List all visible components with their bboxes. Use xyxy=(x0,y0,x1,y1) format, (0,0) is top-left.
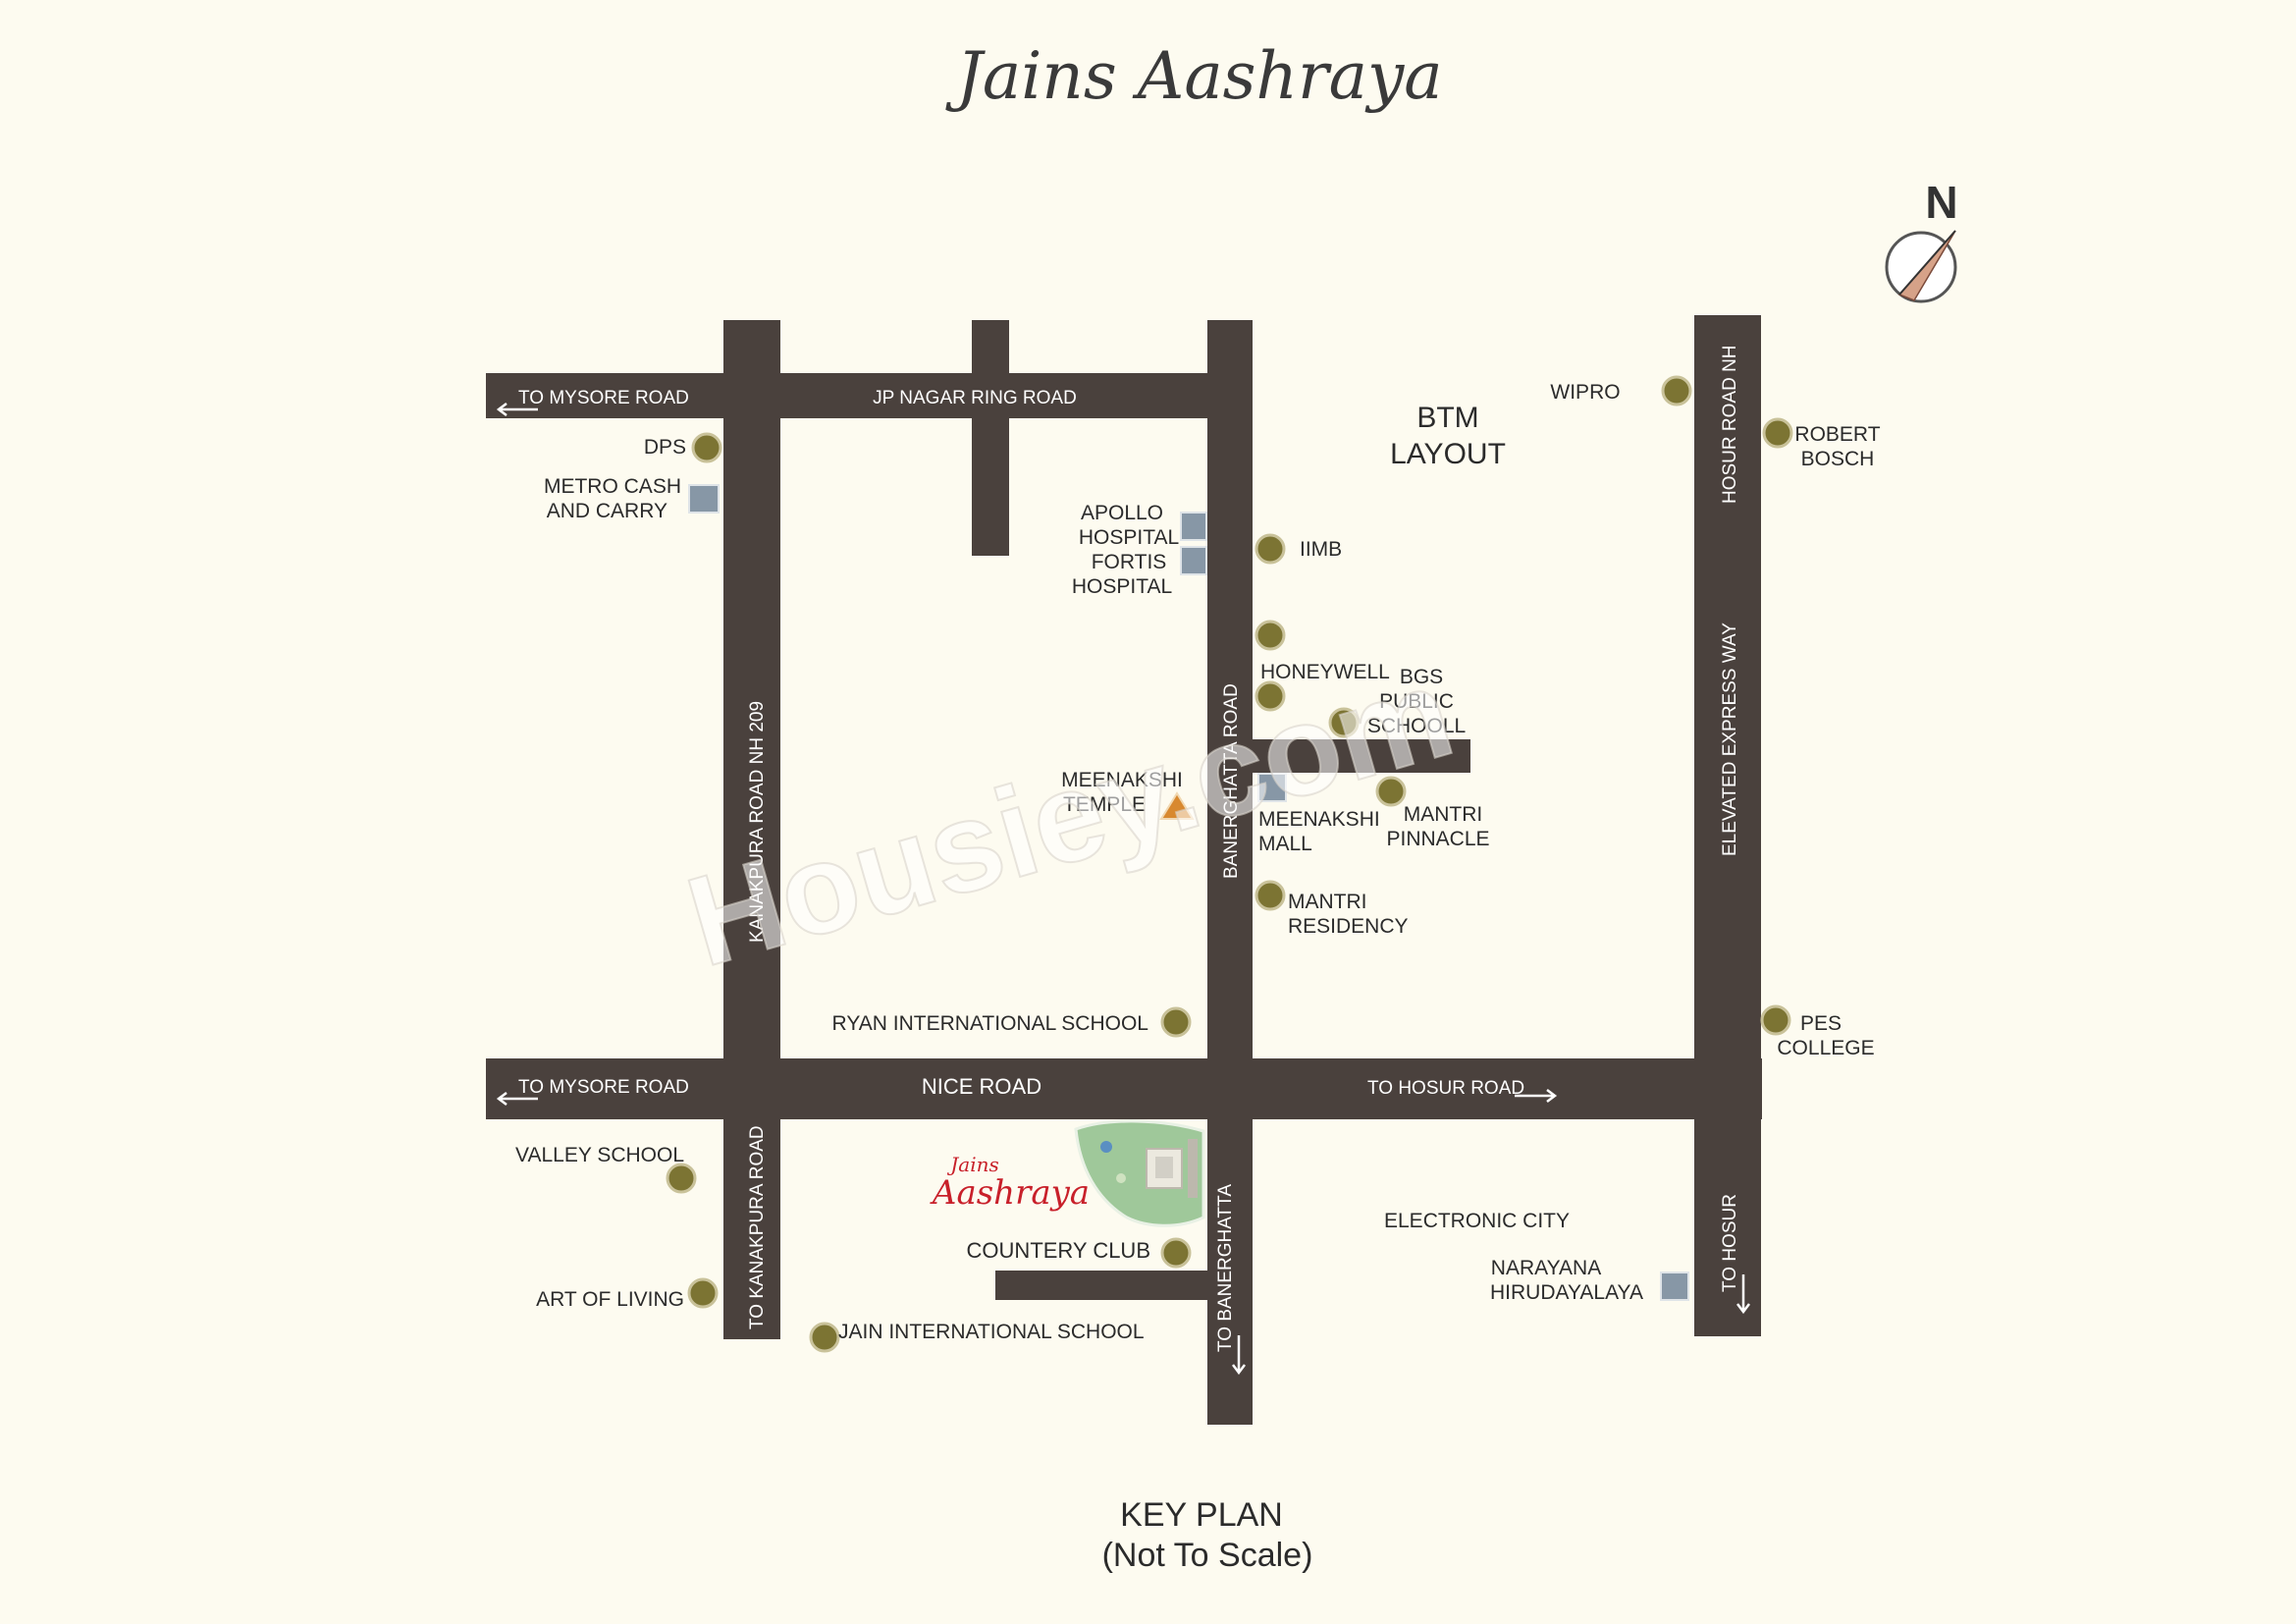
road-label-to-kanakpura: TO KANAKPURA ROAD xyxy=(747,1125,768,1329)
road-nice xyxy=(486,1058,1762,1119)
label-jain-school: JAIN INTERNATIONAL SCHOOL xyxy=(838,1321,1145,1343)
label-meenakshi-mall-2: MALL xyxy=(1258,833,1312,855)
key-plan-title: KEY PLAN xyxy=(1120,1496,1283,1534)
label-meenakshi-temple-1: MEENAKSHI xyxy=(1061,769,1183,791)
project-site-marker: Jains Aashraya xyxy=(930,1119,1205,1227)
label-pes-2: COLLEGE xyxy=(1777,1037,1874,1059)
north-label: N xyxy=(1925,177,1957,228)
key-plan-subtitle: (Not To Scale) xyxy=(1102,1537,1313,1574)
arrow-right-icon xyxy=(1515,1089,1558,1103)
road-jp-nagar-ring xyxy=(486,373,1212,418)
road-bannerghatta xyxy=(1207,320,1253,1425)
road-label-nice: NICE ROAD xyxy=(922,1074,1041,1099)
marker-dps xyxy=(691,432,722,463)
road-network xyxy=(486,315,1762,1425)
site-plan-thumbnail xyxy=(1074,1119,1205,1227)
label-iimb: IIMB xyxy=(1300,538,1342,561)
road-label-hosur-nh: HOSUR ROAD NH xyxy=(1720,345,1740,504)
road-country-club-spur xyxy=(995,1271,1207,1300)
road-label-jp-nagar: JP NAGAR RING ROAD xyxy=(873,388,1077,408)
label-country-club: COUNTERY CLUB xyxy=(967,1238,1150,1263)
marker-honeywell xyxy=(1255,680,1286,712)
label-pes-1: PES xyxy=(1800,1012,1842,1035)
marker-art-of-living xyxy=(687,1277,719,1309)
marker-meenakshi-mall xyxy=(1257,773,1287,802)
road-bgs-spur xyxy=(1253,739,1470,773)
road-hosur xyxy=(1694,315,1761,1336)
area-label-btm: BTM xyxy=(1416,402,1478,434)
label-mantri-residency-1: MANTRI xyxy=(1288,891,1367,913)
marker-wipro xyxy=(1661,375,1692,406)
road-label-to-mysore-top: TO MYSORE ROAD xyxy=(518,388,689,408)
area-label-electronic-city: ELECTRONIC CITY xyxy=(1384,1210,1570,1232)
label-apollo-2: HOSPITAL xyxy=(1079,526,1179,549)
arrow-down-icon xyxy=(1232,1335,1246,1376)
label-meenakshi-mall-1: MEENAKSHI xyxy=(1258,808,1380,831)
logo-text-aashraya: Aashraya xyxy=(930,1173,1090,1213)
marker-narayana xyxy=(1660,1272,1689,1301)
label-metro-2: AND CARRY xyxy=(547,500,667,522)
label-metro-1: METRO CASH xyxy=(544,475,681,498)
road-label-elevated-expressway: ELEVATED EXPRESS WAY xyxy=(1720,623,1740,856)
label-mantri-pinnacle-2: PINNACLE xyxy=(1386,828,1489,850)
marker-bgs xyxy=(1328,707,1360,738)
label-narayana-2: HIRUDAYALAYA xyxy=(1490,1281,1643,1304)
label-ryan: RYAN INTERNATIONAL SCHOOL xyxy=(832,1012,1148,1035)
landmark-markers xyxy=(666,375,1793,1353)
temple-icon xyxy=(1159,791,1195,820)
label-art-of-living: ART OF LIVING xyxy=(536,1288,684,1311)
marker-metro xyxy=(688,484,720,514)
marker-apollo xyxy=(1180,512,1207,541)
road-label-to-mysore-bottom: TO MYSORE ROAD xyxy=(518,1077,689,1098)
road-label-kanakpura-nh: KANAKPURA ROAD NH 209 xyxy=(747,701,768,943)
marker-mantri-pinnacle xyxy=(1375,776,1407,807)
project-title: Jains Aashraya xyxy=(944,38,1442,114)
arrow-left-icon xyxy=(496,1092,538,1106)
marker-unnamed xyxy=(1255,620,1286,651)
arrow-down-icon xyxy=(1736,1274,1750,1315)
road-kanakpura xyxy=(723,320,780,1339)
label-fortis-2: HOSPITAL xyxy=(1072,575,1172,598)
marker-mantri-residency xyxy=(1255,880,1286,911)
road-label-to-hosur: TO HOSUR xyxy=(1720,1194,1740,1292)
label-wipro: WIPRO xyxy=(1550,381,1620,404)
label-bgs-2: PUBLIC xyxy=(1379,690,1454,713)
marker-country-club xyxy=(1160,1237,1192,1269)
road-jp-nagar-spur xyxy=(972,320,1009,556)
landmark-labels: DPS METRO CASH AND CARRY APOLLO HOSPITAL… xyxy=(515,381,1881,1343)
arrow-left-icon xyxy=(496,403,538,416)
marker-robert-bosch xyxy=(1762,417,1793,449)
label-honeywell: HONEYWELL xyxy=(1260,661,1390,683)
label-narayana-1: NARAYANA xyxy=(1491,1257,1601,1279)
label-valley: VALLEY SCHOOL xyxy=(515,1144,684,1166)
label-robert-1: ROBERT xyxy=(1794,423,1880,446)
label-mantri-residency-2: RESIDENCY xyxy=(1288,915,1409,938)
label-dps: DPS xyxy=(644,436,686,459)
logo-text-jains: Jains xyxy=(946,1153,998,1176)
road-label-to-hosur-road: TO HOSUR ROAD xyxy=(1367,1078,1524,1099)
marker-fortis xyxy=(1180,546,1207,575)
label-meenakshi-temple-2: TEMPLE xyxy=(1063,793,1146,816)
marker-jain-school xyxy=(809,1322,840,1353)
marker-ryan xyxy=(1160,1006,1192,1038)
label-mantri-pinnacle-1: MANTRI xyxy=(1404,803,1483,826)
marker-pes xyxy=(1760,1004,1791,1036)
marker-valley xyxy=(666,1163,697,1194)
label-bgs-3: SCHOOLL xyxy=(1367,715,1466,737)
label-apollo-1: APOLLO xyxy=(1081,502,1163,524)
north-compass: N xyxy=(1885,177,1958,303)
road-label-bannerghatta: BANERGHATTA ROAD xyxy=(1221,683,1242,879)
label-bgs-1: BGS xyxy=(1400,666,1443,688)
area-label-layout: LAYOUT xyxy=(1390,438,1506,470)
label-fortis-1: FORTIS xyxy=(1092,551,1167,573)
road-label-to-banerghatta: TO BANERGHATTA xyxy=(1215,1184,1236,1352)
marker-iimb xyxy=(1255,533,1286,565)
label-robert-2: BOSCH xyxy=(1801,448,1875,470)
